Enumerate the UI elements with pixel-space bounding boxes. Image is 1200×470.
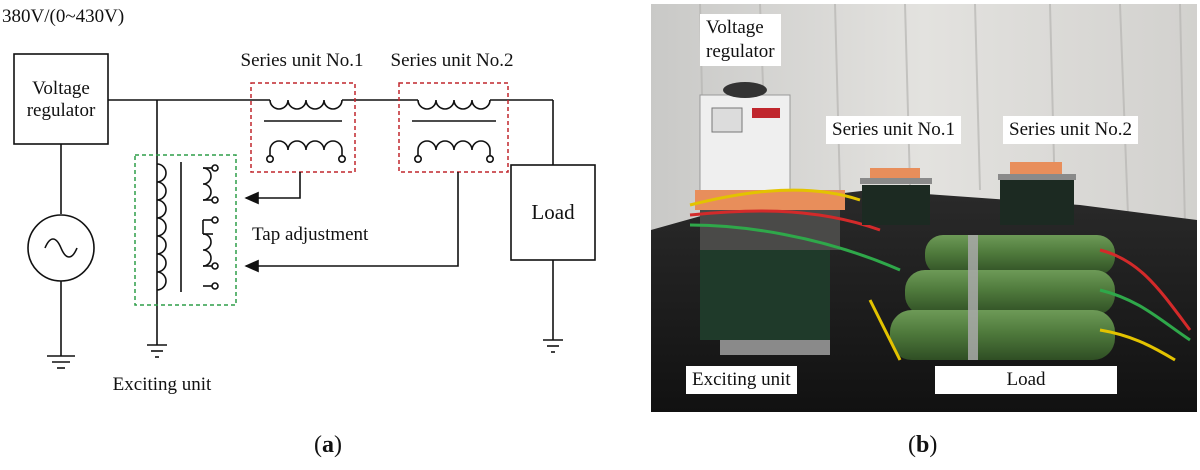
svg-text:regulator: regulator [27,100,96,121]
svg-text:Load: Load [531,200,575,224]
series-unit-2-device [998,162,1076,225]
photo-label-load: Load [935,366,1117,394]
photo-label-exciting-unit: Exciting unit [686,366,797,394]
series-unit-1-device [860,168,932,225]
photo-label-series-unit-2: Series unit No.2 [1003,116,1138,144]
caption-a: (a) [314,432,342,458]
svg-text:Voltage: Voltage [32,78,90,99]
load-box: Load [510,164,596,261]
photo-label-series-unit-1: Series unit No.1 [826,116,961,144]
voltage-regulator-box: Voltage regulator [13,53,109,145]
exciting-unit-transformer [689,188,901,355]
tap-adjustment-label: Tap adjustment [252,224,369,245]
circuit-diagram: 380V/(0~430V) Voltage regulator [2,6,596,395]
svg-text:Tap adjustment: Tap adjustment [252,224,369,245]
svg-text:380V/(0~430V): 380V/(0~430V) [2,6,124,27]
svg-text:Exciting unit: Exciting unit [113,374,212,395]
svg-text:Series unit No.2: Series unit No.2 [391,50,514,71]
ground-icon [47,355,75,369]
tap-adjustment-arrows [244,172,459,273]
ac-source-icon [27,144,95,356]
supply-voltage-label: 380V/(0~430V) [2,6,124,27]
series-unit-2: Series unit No.2 [391,50,514,173]
load-resistors [868,235,1192,362]
svg-text:Series unit No.1: Series unit No.1 [241,50,364,71]
photo-label-voltage-regulator: Voltage regulator [700,14,781,66]
main-wiring [108,99,554,345]
caption-b: (b) [908,432,938,458]
exciting-unit: Exciting unit [113,154,237,395]
ground-icon [543,339,563,353]
series-unit-1: Series unit No.1 [241,50,364,173]
voltage-regulator-device [699,82,791,206]
ground-icon [147,344,167,358]
